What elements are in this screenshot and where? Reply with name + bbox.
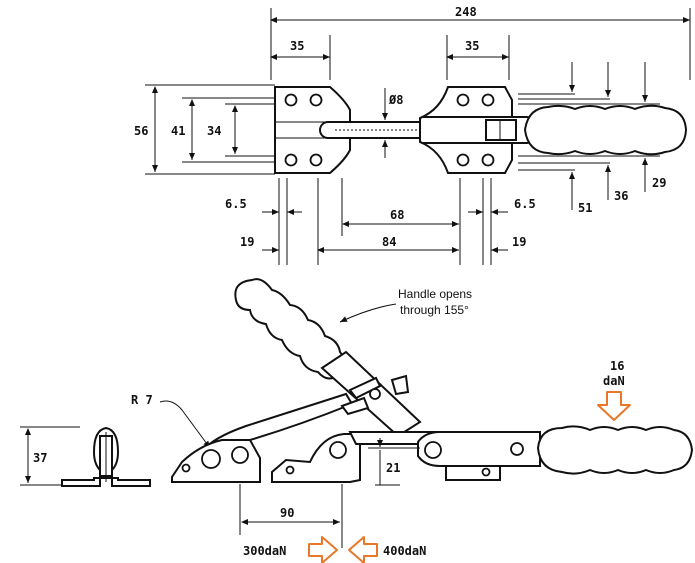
dim-base-height-inner: 34 xyxy=(207,124,221,138)
dim-overall-length: 248 xyxy=(455,5,477,19)
handle-note-line2: through 155° xyxy=(400,303,469,317)
force-left-arrow-icon xyxy=(348,536,378,563)
dim-edge-left: 19 xyxy=(240,235,254,249)
dim-radius: R 7 xyxy=(131,393,153,407)
left-base-holes xyxy=(284,93,323,167)
dim-base-height-mid: 41 xyxy=(171,124,185,138)
dim-center-68: 68 xyxy=(390,208,404,222)
handle-note-line1: Handle opens xyxy=(398,287,472,301)
dim-hole-offset-left: 6.5 xyxy=(225,197,247,211)
force-handle-value: 16 xyxy=(610,359,624,373)
side-view: Handle opens through 155° R 7 xyxy=(20,278,694,563)
dim-travel: 90 xyxy=(280,506,294,520)
closed-handle-grip xyxy=(536,425,694,475)
top-view: 248 35 35 56 41 34 xyxy=(134,5,691,265)
dim-hole-offset-right: 6.5 xyxy=(514,197,536,211)
force-right-label: 400daN xyxy=(383,544,426,558)
dim-center-84: 84 xyxy=(382,235,396,249)
dim-right-base-width: 35 xyxy=(465,39,479,53)
dim-left-base-width: 35 xyxy=(290,39,304,53)
dim-latch-height: 21 xyxy=(386,461,400,475)
dim-edge-right: 19 xyxy=(512,235,526,249)
force-handle-unit: daN xyxy=(603,374,625,388)
dim-base-height-outer: 56 xyxy=(134,124,148,138)
force-right-arrow-icon xyxy=(308,536,338,563)
dim-handle-36: 36 xyxy=(614,189,628,203)
force-left-label: 300daN xyxy=(243,544,286,558)
dim-rod-diameter: Ø8 xyxy=(388,93,403,107)
top-handle-grip xyxy=(523,104,688,156)
force-down-arrow-icon xyxy=(597,391,631,421)
dim-handle-51: 51 xyxy=(578,201,592,215)
dim-base-height: 37 xyxy=(33,451,47,465)
right-base-holes xyxy=(456,93,495,167)
dim-handle-29: 29 xyxy=(652,176,666,190)
